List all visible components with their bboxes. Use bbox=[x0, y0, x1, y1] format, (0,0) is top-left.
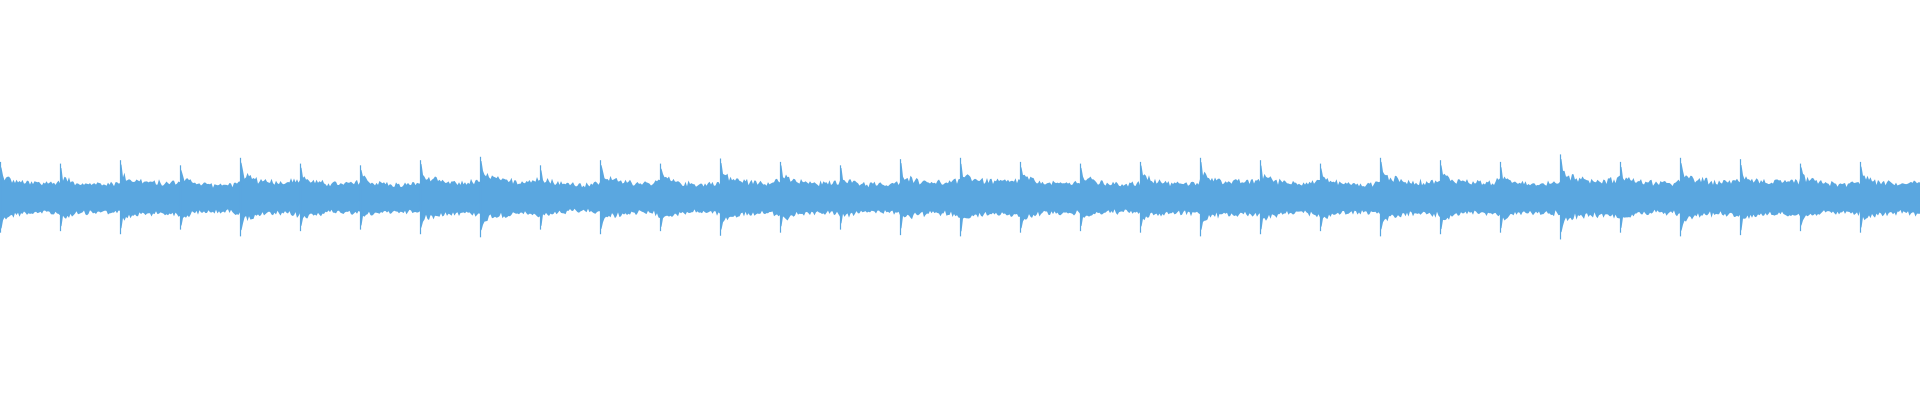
waveform-segment bbox=[1500, 167, 1560, 229]
waveform-segment bbox=[540, 169, 600, 226]
waveform-segment bbox=[1380, 161, 1440, 231]
waveform-segment bbox=[360, 169, 420, 226]
waveform-segment bbox=[240, 162, 300, 231]
waveform-segment bbox=[120, 164, 180, 230]
waveform-segment bbox=[300, 167, 360, 227]
waveform-segment bbox=[1620, 166, 1680, 229]
waveform-segment bbox=[1080, 166, 1140, 227]
waveform-segment bbox=[1140, 164, 1200, 227]
waveform-segment bbox=[1260, 163, 1320, 230]
waveform-segment bbox=[1680, 163, 1740, 231]
waveform-segment bbox=[0, 165, 60, 229]
waveform-segment bbox=[600, 165, 660, 230]
waveform-segment bbox=[480, 160, 540, 231]
waveform-segment bbox=[660, 168, 720, 228]
waveform-segment bbox=[60, 167, 120, 227]
waveform-segment bbox=[1440, 165, 1500, 230]
waveform-segment bbox=[1800, 167, 1860, 227]
waveform-segment bbox=[1320, 166, 1380, 227]
waveform-segment bbox=[840, 168, 900, 224]
waveform-segment bbox=[960, 162, 1020, 232]
waveform-segment bbox=[1560, 158, 1620, 233]
waveform-segment bbox=[900, 163, 960, 229]
waveform-segment bbox=[1020, 166, 1080, 229]
waveform-segment bbox=[1200, 161, 1260, 230]
waveform-segment bbox=[1860, 165, 1920, 228]
waveform-segment bbox=[180, 168, 240, 226]
waveform-segment bbox=[420, 163, 480, 230]
waveform-segment bbox=[780, 165, 840, 227]
waveform-segment bbox=[1740, 165, 1800, 231]
waveform-segment bbox=[720, 163, 780, 230]
